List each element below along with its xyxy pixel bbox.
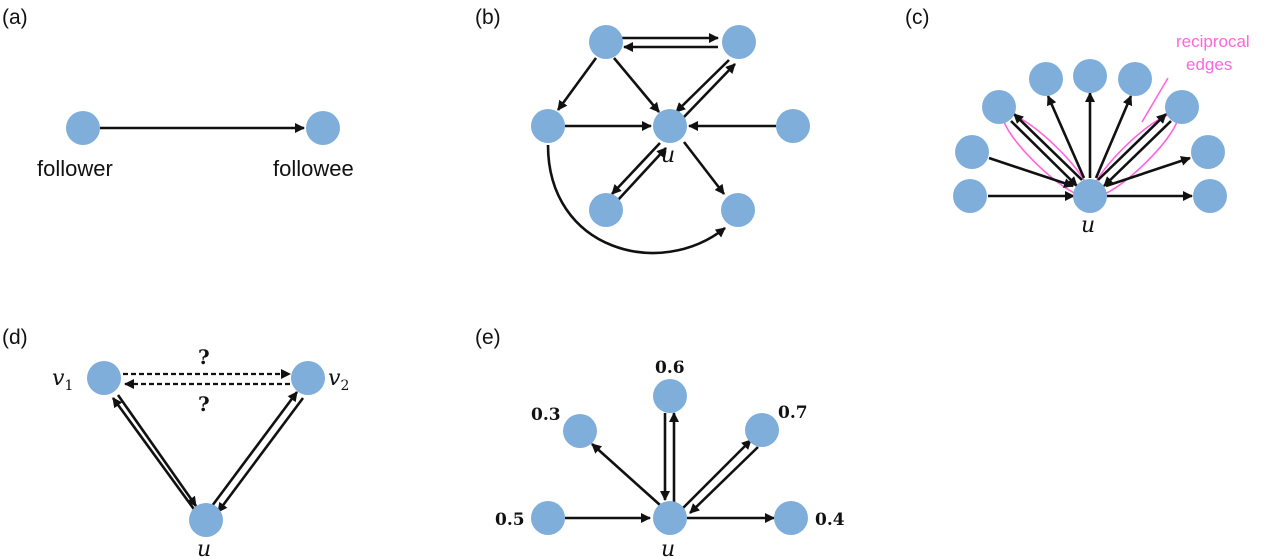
weight-upper-left: 0.3 [531, 405, 561, 425]
panel-b: (b) u [475, 6, 810, 255]
node-b-right [776, 109, 810, 143]
node-c-u [1073, 179, 1107, 213]
edge-c-rec-right-out [1097, 113, 1167, 181]
panel-e-label: (e) [475, 326, 501, 349]
edge-d-u-to-v1 [111, 397, 198, 513]
edge-bl-to-u [617, 147, 667, 201]
node-e-upper-right [745, 413, 779, 447]
node-c-8 [1191, 135, 1225, 169]
v2-symbol: v [328, 366, 341, 391]
node-c-1 [953, 179, 987, 213]
node-d-u-label: u [197, 537, 211, 560]
edge-ml-to-br-curved [546, 144, 726, 255]
panel-c-label: (c) [905, 6, 930, 29]
node-e-u-label: u [661, 537, 675, 560]
node-e-left [531, 501, 565, 535]
node-c-6 [1118, 62, 1152, 96]
edge-c-rec-left-in [1010, 120, 1078, 187]
node-b-top-left [589, 25, 623, 59]
panel-d: (d) ? ? v1 v2 u [2, 326, 349, 560]
edge-c-out-4 [1105, 156, 1191, 188]
node-e-right [774, 501, 808, 535]
question-mark-bottom: ? [198, 392, 210, 416]
node-d-v1-label: v1 [52, 366, 73, 394]
panel-b-label: (b) [475, 6, 501, 29]
node-b-bottom-left [589, 193, 623, 227]
weight-right: 0.4 [815, 510, 845, 530]
edge-u-to-bl [611, 142, 661, 195]
v2-subscript: 2 [340, 378, 349, 394]
edge-d-v2-to-u [216, 397, 305, 513]
node-c-7 [1165, 90, 1199, 124]
node-d-u [189, 503, 223, 537]
follower-label: follower [37, 156, 113, 181]
edge-c-rec-left-out [1013, 113, 1083, 181]
edge-u-to-br [682, 141, 726, 195]
edge-c-rec-right-in [1103, 120, 1172, 187]
annotation-reciprocal: reciprocal [1176, 32, 1250, 51]
annotation-edges: edges [1186, 55, 1232, 74]
node-b-u [653, 109, 687, 143]
edge-c-out-3 [1094, 95, 1133, 179]
node-d-v1 [87, 361, 121, 395]
edge-c-in-2 [988, 156, 1074, 188]
v1-symbol: v [52, 366, 65, 391]
node-c-3 [982, 90, 1016, 124]
follower-node [66, 111, 100, 145]
node-c-2 [955, 135, 989, 169]
node-b-bottom-right [721, 193, 755, 227]
panel-c: (c) reciprocal edges u [905, 6, 1250, 238]
followee-node [306, 111, 340, 145]
node-b-u-label: u [661, 143, 675, 168]
node-b-top-right [722, 25, 756, 59]
edge-d-u-to-v2 [210, 391, 299, 507]
weight-upper-right: 0.7 [778, 403, 808, 423]
edge-c-out-1 [1046, 95, 1086, 179]
panel-e: (e) 0.6 0.3 0.7 0.5 0.4 u [475, 326, 845, 560]
annotation-pointer [1141, 77, 1169, 123]
edge-e-u-to-upper-right [682, 439, 752, 509]
edge-u-to-tr [682, 63, 736, 119]
edge-d-v1-to-u [116, 394, 198, 507]
edge-tl-to-ml [556, 57, 598, 111]
panel-a-label: (a) [2, 6, 28, 29]
node-c-5 [1073, 59, 1107, 93]
panel-a: (a) follower followee [2, 6, 354, 181]
weight-top: 0.6 [655, 358, 685, 378]
v1-subscript: 1 [64, 378, 73, 394]
edge-e-upper-right-to-u [689, 446, 759, 514]
panel-d-label: (d) [2, 326, 28, 349]
edge-tl-to-u [613, 57, 660, 113]
weight-left: 0.5 [495, 510, 525, 530]
node-d-v2 [291, 361, 325, 395]
node-d-v2-label: v2 [328, 366, 349, 394]
node-c-u-label: u [1081, 213, 1095, 238]
node-e-upper-left [563, 414, 597, 448]
followee-label: followee [273, 156, 354, 181]
node-e-top [653, 379, 687, 413]
edge-tr-to-u [675, 59, 730, 113]
node-c-4 [1029, 62, 1063, 96]
edge-e-u-to-upper-left [591, 443, 661, 506]
node-c-9 [1193, 179, 1227, 213]
question-mark-top: ? [198, 345, 210, 369]
node-e-u [653, 501, 687, 535]
node-b-mid-left [531, 109, 565, 143]
